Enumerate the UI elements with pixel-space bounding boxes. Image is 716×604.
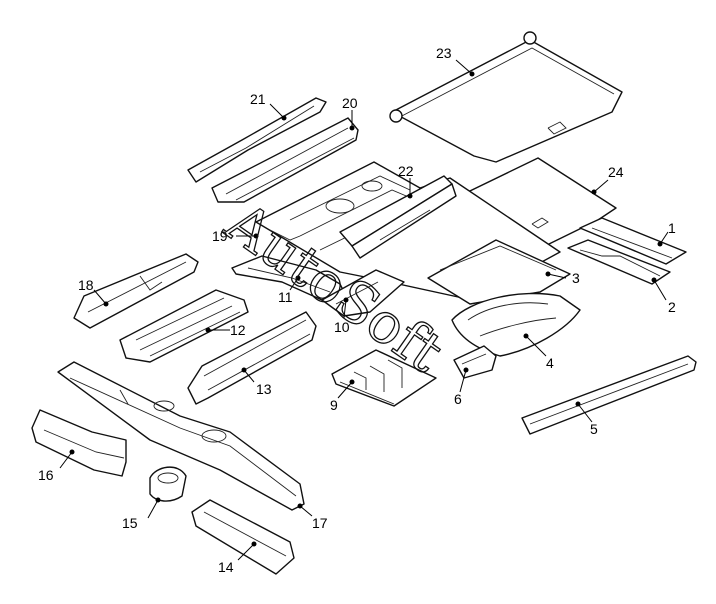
- label-part-20[interactable]: 20: [342, 95, 358, 111]
- part-20-side-member[interactable]: [211, 117, 359, 203]
- part-16-front-rail[interactable]: [31, 409, 127, 477]
- label-part-6[interactable]: 6: [454, 391, 462, 407]
- label-part-13[interactable]: 13: [256, 381, 272, 397]
- label-part-9[interactable]: 9: [330, 397, 338, 413]
- label-part-5[interactable]: 5: [590, 421, 598, 437]
- part-1-rear-rail[interactable]: [579, 217, 687, 265]
- label-part-24[interactable]: 24: [608, 164, 624, 180]
- label-part-1[interactable]: 1: [668, 220, 676, 236]
- label-part-22[interactable]: 22: [398, 163, 414, 179]
- leader-lines: [59, 59, 669, 561]
- label-part-21[interactable]: 21: [250, 91, 266, 107]
- label-part-11[interactable]: 11: [278, 289, 293, 305]
- part-18-sill[interactable]: [73, 253, 199, 329]
- part-23-cover[interactable]: [389, 31, 623, 163]
- label-part-15[interactable]: 15: [122, 515, 138, 531]
- part-2-rear-rail-lower[interactable]: [567, 239, 671, 285]
- part-4-wheel-tub[interactable]: [451, 292, 581, 357]
- part-15-mount[interactable]: [149, 466, 187, 502]
- label-part-17[interactable]: 17: [312, 515, 328, 531]
- label-part-4[interactable]: 4: [546, 355, 554, 371]
- label-part-23[interactable]: 23: [436, 45, 452, 61]
- part-labels: 1 2 3 4 5 6 9 10 11 12 13 14 15 16 17 18…: [38, 45, 676, 575]
- label-part-10[interactable]: 10: [334, 319, 350, 335]
- label-part-19[interactable]: 19: [212, 228, 228, 244]
- label-part-18[interactable]: 18: [78, 277, 94, 293]
- part-13-rocker[interactable]: [187, 311, 317, 405]
- part-10-tunnel[interactable]: [321, 269, 405, 317]
- part-5-rear-panel[interactable]: [521, 355, 697, 435]
- part-17-chassis-rail[interactable]: [57, 361, 305, 511]
- part-22-crossmember[interactable]: [339, 175, 457, 259]
- label-part-3[interactable]: 3: [572, 270, 580, 286]
- part-12-floor-section[interactable]: [119, 289, 249, 363]
- part-21-upper-rail[interactable]: [187, 97, 327, 183]
- label-part-16[interactable]: 16: [38, 467, 54, 483]
- label-part-14[interactable]: 14: [218, 559, 234, 575]
- label-part-2[interactable]: 2: [668, 299, 676, 315]
- part-3-boot-floor[interactable]: [427, 239, 571, 305]
- part-6-bracket[interactable]: [453, 345, 497, 379]
- label-part-12[interactable]: 12: [230, 322, 246, 338]
- part-14-channel[interactable]: [191, 499, 295, 575]
